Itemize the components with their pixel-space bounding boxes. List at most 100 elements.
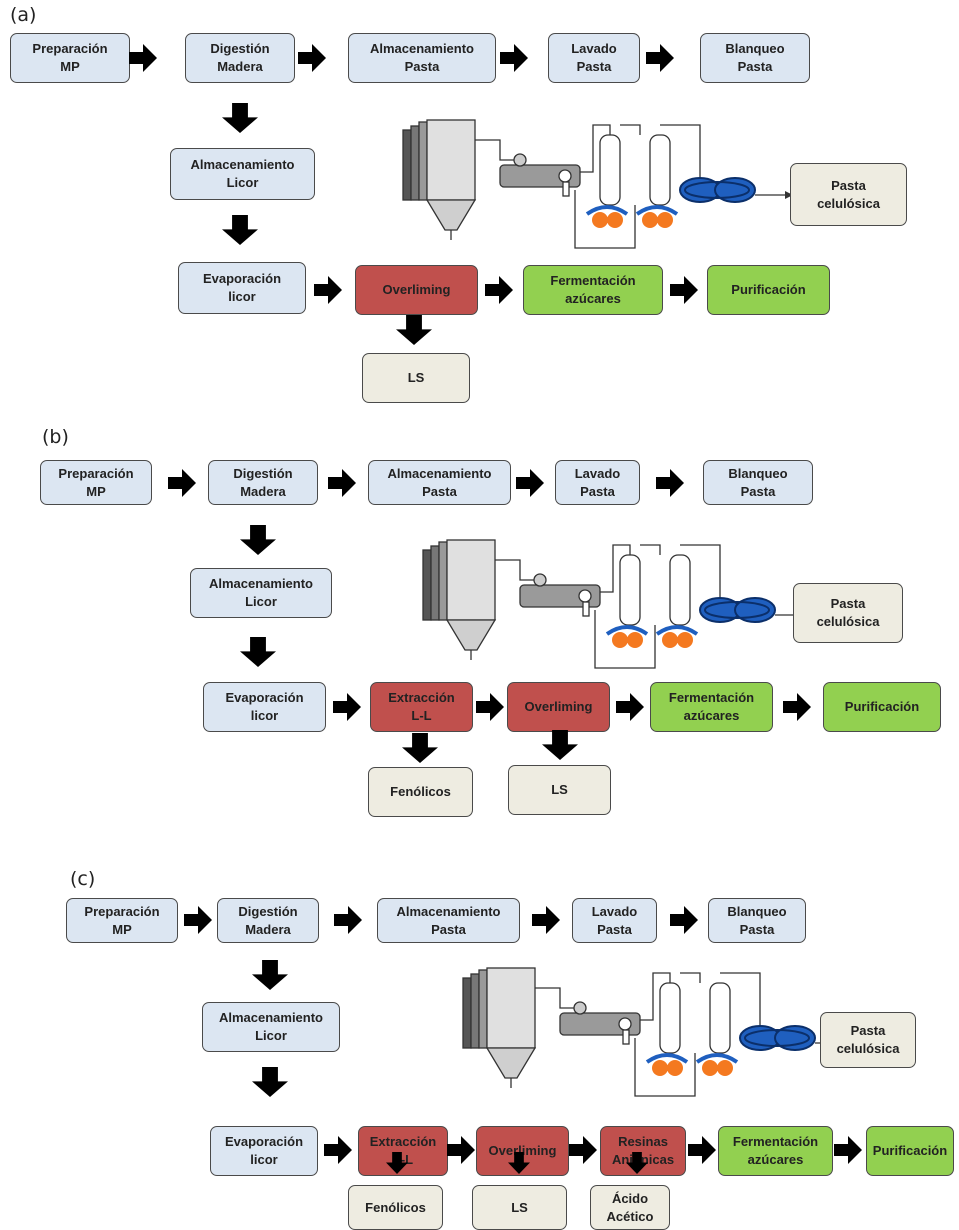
pump-1-icon xyxy=(585,205,629,228)
digester-silo-icon xyxy=(402,119,477,240)
flow-arrow xyxy=(476,693,504,721)
byproduct-box: Fenólicos xyxy=(348,1185,443,1230)
flow-arrow xyxy=(129,44,157,72)
flow-arrow xyxy=(485,276,513,304)
process-step-box: Lavado Pasta xyxy=(555,460,640,505)
flow-arrow xyxy=(168,469,196,497)
digester-silo-icon xyxy=(422,539,497,660)
byproduct-box: Ácido Acético xyxy=(590,1185,670,1230)
flow-arrow xyxy=(447,1136,475,1164)
flow-arrow xyxy=(532,906,560,934)
pump-2-icon xyxy=(695,1053,739,1076)
panel-label: (c) xyxy=(70,868,96,890)
pump-1-icon xyxy=(645,1053,689,1076)
process-step-box: Preparación MP xyxy=(66,898,178,943)
flow-arrow xyxy=(184,906,212,934)
process-step-box: Digestión Madera xyxy=(185,33,295,83)
pulp-line-equipment xyxy=(462,967,853,1097)
washer-drum-icon xyxy=(519,573,601,617)
column-1-icon xyxy=(619,554,641,626)
flow-arrow-down xyxy=(508,1152,530,1174)
byproduct-box: LS xyxy=(472,1185,567,1230)
treatment-step-box: Extracción L-L xyxy=(370,682,473,732)
liquor-storage-box: Almacenamiento Licor xyxy=(190,568,332,618)
pump-2-icon xyxy=(655,625,699,648)
process-step-box: Digestión Madera xyxy=(208,460,318,505)
bleach-filter-icon xyxy=(739,1025,816,1051)
flow-arrow xyxy=(688,1136,716,1164)
panel-label: (b) xyxy=(42,426,69,448)
flow-arrow-down xyxy=(626,1152,648,1174)
liquor-storage-box: Almacenamiento Licor xyxy=(202,1002,340,1052)
flow-arrow xyxy=(646,44,674,72)
flow-arrow-down xyxy=(240,637,276,667)
pulp-output-box: Pasta celulósica xyxy=(793,583,903,643)
flow-arrow xyxy=(324,1136,352,1164)
flow-arrow xyxy=(783,693,811,721)
washer-drum-icon xyxy=(559,1001,641,1045)
process-step-box: Preparación MP xyxy=(40,460,152,505)
flow-arrow-down xyxy=(386,1152,408,1174)
process-step-box: Blanqueo Pasta xyxy=(703,460,813,505)
bleach-filter-icon xyxy=(679,177,756,203)
panel-label: (a) xyxy=(10,4,37,26)
pump-2-icon xyxy=(635,205,679,228)
column-2-icon xyxy=(649,134,671,206)
flow-arrow-down xyxy=(542,730,578,760)
flow-arrow xyxy=(328,469,356,497)
process-step-box: Almacenamiento Pasta xyxy=(377,898,520,943)
treatment-step-box: Purificación xyxy=(707,265,830,315)
flow-arrow-down xyxy=(252,960,288,990)
flow-arrow-down xyxy=(222,103,258,133)
flow-arrow xyxy=(670,276,698,304)
liquor-storage-box: Almacenamiento Licor xyxy=(170,148,315,200)
byproduct-box: Fenólicos xyxy=(368,767,473,817)
byproduct-box: LS xyxy=(362,353,470,403)
flow-arrow xyxy=(314,276,342,304)
treatment-step-box: Overliming xyxy=(507,682,610,732)
byproduct-box: LS xyxy=(508,765,611,815)
flow-arrow xyxy=(298,44,326,72)
flow-arrow xyxy=(334,906,362,934)
evaporation-box: Evaporación licor xyxy=(210,1126,318,1176)
evaporation-box: Evaporación licor xyxy=(178,262,306,314)
treatment-step-box: Resinas Aniónicas xyxy=(600,1126,686,1176)
process-step-box: Lavado Pasta xyxy=(572,898,657,943)
process-step-box: Blanqueo Pasta xyxy=(700,33,810,83)
treatment-step-box: Fermentación azúcares xyxy=(523,265,663,315)
bleach-filter-icon xyxy=(699,597,776,623)
column-1-icon xyxy=(659,982,681,1054)
flow-arrow xyxy=(656,469,684,497)
column-2-icon xyxy=(669,554,691,626)
process-step-box: Almacenamiento Pasta xyxy=(368,460,511,505)
treatment-step-box: Purificación xyxy=(823,682,941,732)
flow-arrow xyxy=(569,1136,597,1164)
process-step-box: Digestión Madera xyxy=(217,898,319,943)
treatment-step-box: Overliming xyxy=(355,265,478,315)
pulp-output-box: Pasta celulósica xyxy=(820,1012,916,1068)
treatment-step-box: Purificación xyxy=(866,1126,954,1176)
flow-arrow-down xyxy=(240,525,276,555)
flow-arrow xyxy=(333,693,361,721)
treatment-step-box: Fermentación azúcares xyxy=(718,1126,833,1176)
flow-arrow-down xyxy=(252,1067,288,1097)
flow-arrow-down xyxy=(402,733,438,763)
process-step-box: Preparación MP xyxy=(10,33,130,83)
pulp-line-equipment xyxy=(422,539,813,669)
process-step-box: Almacenamiento Pasta xyxy=(348,33,496,83)
flow-arrow xyxy=(670,906,698,934)
flow-arrow xyxy=(616,693,644,721)
pulp-line-equipment xyxy=(402,119,793,249)
pump-1-icon xyxy=(605,625,649,648)
flow-arrow-down xyxy=(222,215,258,245)
flow-arrow xyxy=(500,44,528,72)
flow-arrow xyxy=(516,469,544,497)
flow-arrow xyxy=(834,1136,862,1164)
treatment-step-box: Fermentación azúcares xyxy=(650,682,773,732)
process-step-box: Lavado Pasta xyxy=(548,33,640,83)
process-step-box: Blanqueo Pasta xyxy=(708,898,806,943)
washer-drum-icon xyxy=(499,153,581,197)
digester-silo-icon xyxy=(462,967,537,1088)
column-2-icon xyxy=(709,982,731,1054)
pulp-output-box: Pasta celulósica xyxy=(790,163,907,226)
